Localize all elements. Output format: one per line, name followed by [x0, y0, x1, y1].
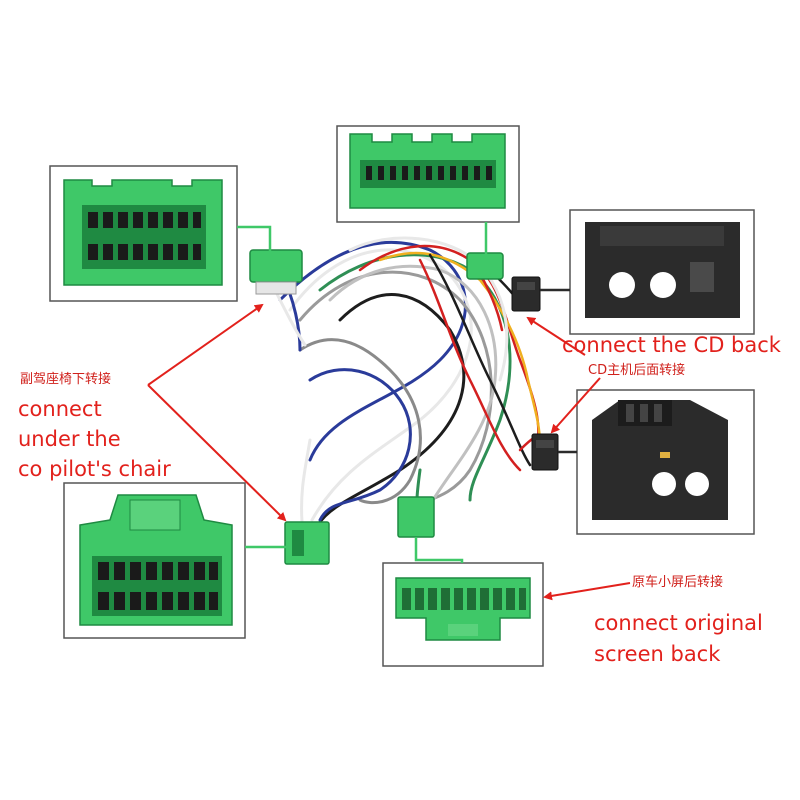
arrow-seat-bottom — [147, 384, 287, 522]
leader-top-left — [237, 225, 272, 252]
inset-cd-host-black-connector — [576, 389, 755, 535]
arrow-cd-back — [526, 316, 586, 356]
leader-bottom-center — [414, 537, 464, 563]
label-seat: connect under the co pilot's chair — [18, 397, 171, 481]
harness-connector-top-left — [249, 249, 303, 295]
harness-connector-bottom-left — [284, 521, 330, 565]
wire-bundle — [268, 236, 542, 527]
label-screen: connect original screen back — [594, 611, 763, 666]
inset-screen-back-green-connector — [382, 562, 544, 667]
harness-connector-cd-socket-plug — [531, 433, 559, 471]
inset-cd-back-black-socket — [569, 209, 755, 335]
label-seat-cn: 副驾座椅下转接 — [20, 372, 112, 387]
label-cd-back: connect the CD back — [562, 333, 781, 357]
leader-lines-dark — [540, 288, 577, 454]
harness-connector-top-center — [466, 252, 504, 280]
arrow-cd-host — [550, 377, 601, 434]
arrow-screen — [543, 582, 631, 601]
harness-connector-cd-plug — [511, 276, 541, 312]
label-screen-cn: 原车小屏后转接 — [632, 575, 724, 590]
inset-bottom-left-green-connector — [63, 482, 246, 639]
inset-top-left-green-connector — [49, 165, 238, 302]
leader-lines — [237, 222, 488, 563]
arrow-seat-top — [147, 303, 264, 386]
annotation-arrows — [147, 303, 631, 601]
harness-connector-bottom-center — [397, 496, 435, 538]
label-cd-back-cn: CD主机后面转接 — [588, 363, 686, 378]
inset-top-center-green-connector — [336, 125, 520, 223]
